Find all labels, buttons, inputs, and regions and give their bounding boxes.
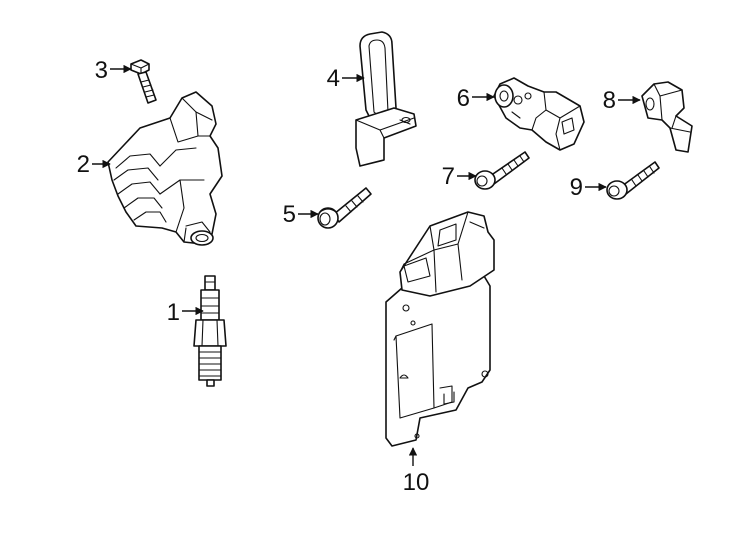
- callout-3: 3: [95, 57, 132, 84]
- camshaft-position-sensor[interactable]: [641, 81, 693, 153]
- air-flow-sensor[interactable]: [355, 31, 417, 167]
- crank-sensor-bolt[interactable]: [474, 151, 530, 190]
- callout-number: 5: [283, 201, 296, 228]
- callout-1: 1: [167, 299, 204, 326]
- callout-5: 5: [283, 201, 319, 228]
- callout-4: 4: [327, 65, 365, 92]
- spark-plug[interactable]: [193, 275, 227, 387]
- cam-sensor-bolt[interactable]: [606, 161, 660, 200]
- callout-number: 6: [457, 85, 470, 112]
- callout-10: 10: [403, 447, 430, 496]
- callout-number: 4: [327, 65, 340, 92]
- callout-number: 2: [77, 151, 90, 178]
- engine-control-module[interactable]: [385, 211, 495, 447]
- callout-number: 1: [167, 299, 180, 326]
- callout-7: 7: [442, 163, 477, 190]
- callout-6: 6: [457, 85, 495, 112]
- callout-number: 8: [603, 87, 616, 114]
- callout-number: 9: [570, 174, 583, 201]
- ignition-coil[interactable]: [107, 91, 223, 246]
- callout-number: 7: [442, 163, 455, 190]
- callout-2: 2: [77, 151, 111, 178]
- sensor-bolt[interactable]: [317, 187, 372, 229]
- crankshaft-position-sensor[interactable]: [493, 77, 585, 151]
- callout-9: 9: [570, 174, 607, 201]
- callout-8: 8: [603, 87, 641, 114]
- coil-bolt[interactable]: [130, 59, 157, 104]
- callout-number: 10: [403, 469, 430, 496]
- callout-number: 3: [95, 57, 108, 84]
